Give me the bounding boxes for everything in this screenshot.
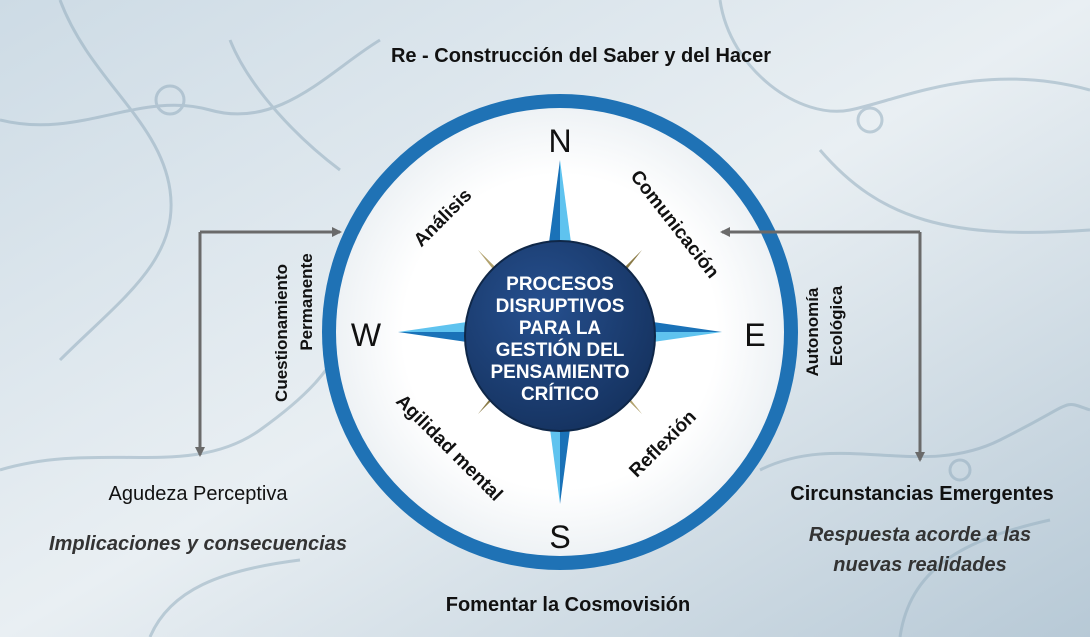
compass-letter-east: E	[744, 317, 765, 353]
center-line-3: PARA LA	[519, 318, 602, 339]
right-sub-label-1: Respuesta acorde a las	[809, 524, 1031, 546]
compass-letter-west: W	[351, 317, 382, 353]
left-main-label: Agudeza Perceptiva	[108, 483, 288, 505]
right-arrows	[720, 227, 925, 462]
left-arrows	[195, 227, 342, 457]
center-line-2: DISRUPTIVOS	[496, 296, 625, 317]
center-line-5: PENSAMIENTO	[490, 362, 629, 383]
left-vertical-label-2: Permanente	[297, 253, 316, 350]
compass-letter-south: S	[549, 519, 570, 555]
center-line-6: CRÍTICO	[521, 383, 599, 405]
left-vertical-label-1: Cuestionamiento	[272, 264, 291, 402]
right-main-label: Circunstancias Emergentes	[790, 483, 1053, 505]
left-sub-label: Implicaciones y consecuencias	[49, 533, 347, 555]
right-sub-label-2: nuevas realidades	[833, 554, 1006, 576]
bottom-label: Fomentar la Cosmovisión	[446, 594, 691, 616]
center-line-1: PROCESOS	[506, 274, 614, 295]
center-text: PROCESOS DISRUPTIVOS PARA LA GESTIÓN DEL…	[490, 274, 629, 405]
compass-letter-north: N	[548, 123, 571, 159]
diagram-title: Re - Construcción del Saber y del Hacer	[391, 45, 771, 67]
center-line-4: GESTIÓN DEL	[496, 339, 625, 361]
right-vertical-label-2: Ecológica	[827, 285, 846, 366]
center-disc	[464, 240, 656, 432]
right-vertical-label-1: Autonomía	[803, 287, 822, 376]
